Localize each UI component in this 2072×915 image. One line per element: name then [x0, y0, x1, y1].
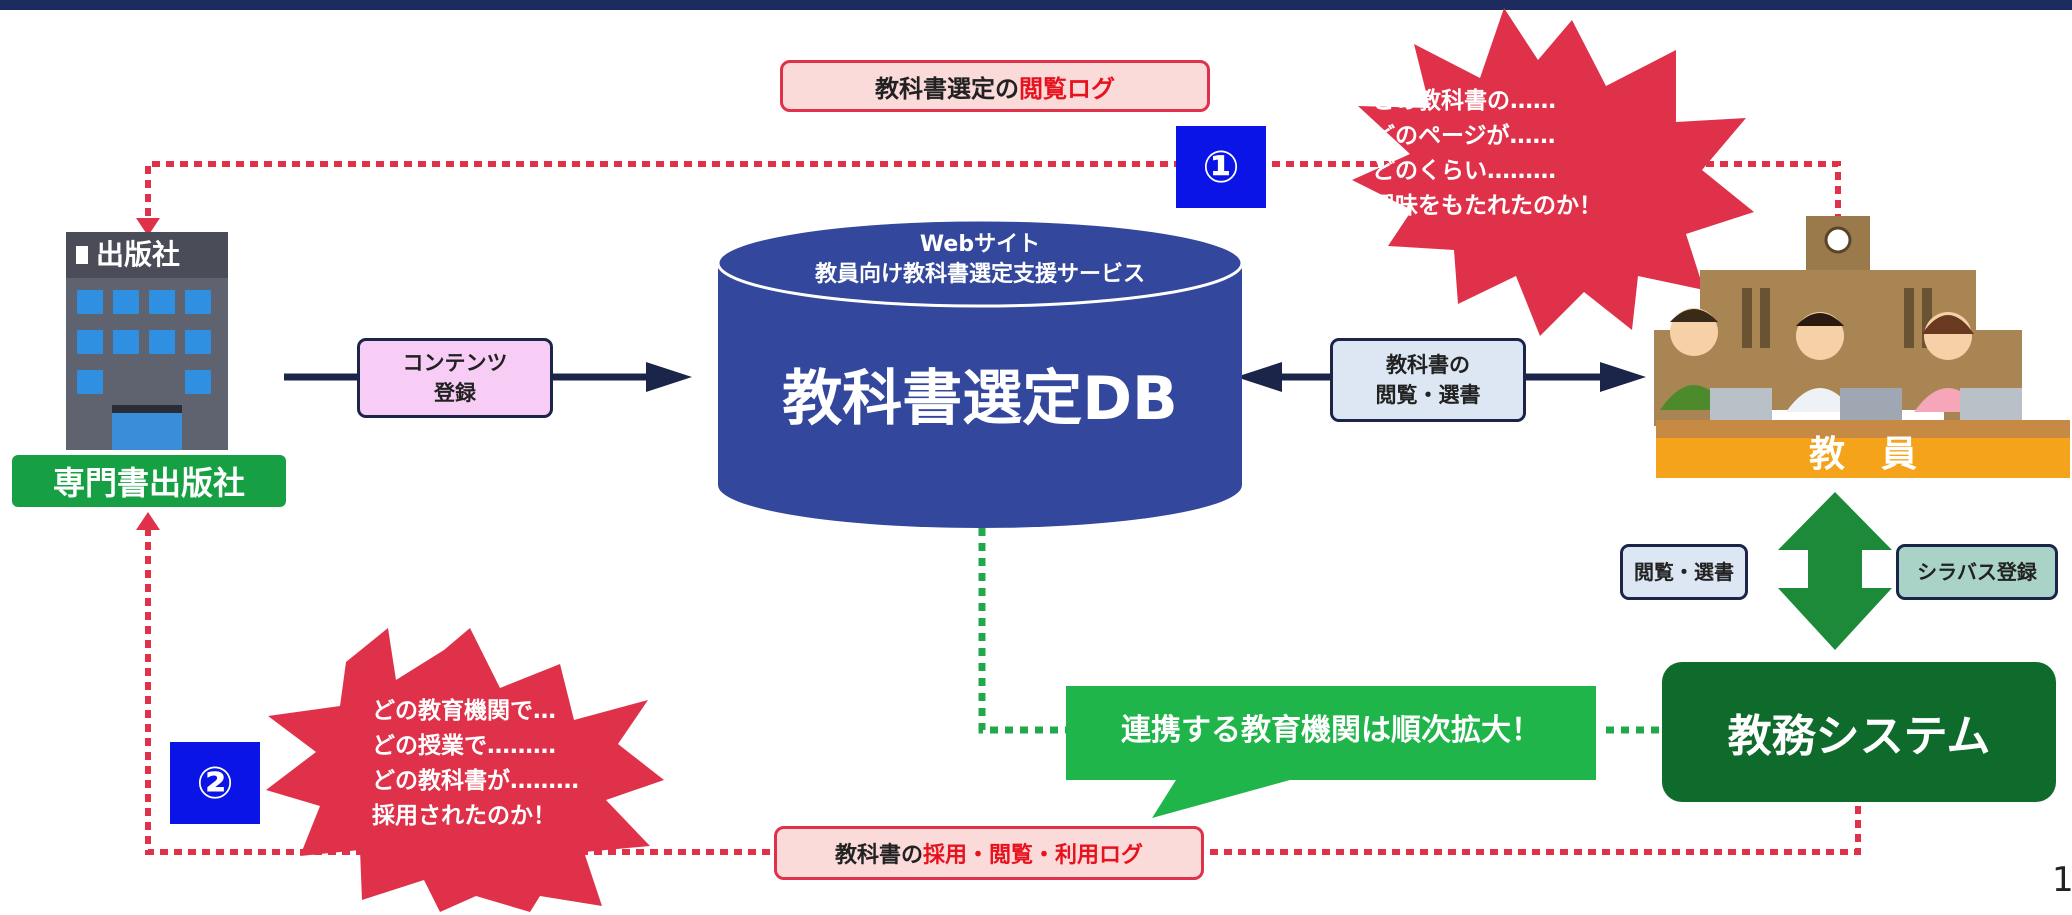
university-scene-icon [1654, 216, 2070, 440]
callout-bubble [1066, 686, 1596, 818]
publisher-sign: 出版社 [96, 238, 181, 271]
arrowhead-db-left [646, 362, 692, 392]
side-browse-label: 閲覧・選書 [1620, 544, 1748, 600]
browse-select-line: 教科書の [1386, 353, 1470, 377]
top-bar [0, 0, 2072, 10]
teacher-label: 教 員 [1808, 434, 1917, 475]
content-reg-line: コンテンツ [402, 351, 508, 375]
burst2-line: どの教育機関で… [372, 698, 556, 724]
burst1-line: 興味をもたれたのか！ [1372, 193, 1602, 219]
expand-callout-text: 連携する教育機関は順次拡大！ [1121, 713, 1541, 748]
view-log-highlight: 閲覧ログ [1019, 74, 1115, 103]
burst1-line: どの教科書の…… [1372, 88, 1556, 114]
side-syllabus-label: シラバス登録 [1896, 544, 2058, 600]
usage-log-highlight: 採用・閲覧・利用ログ [923, 843, 1144, 868]
starburst-2 [266, 628, 664, 912]
arrowhead-db-right [1236, 362, 1282, 392]
usage-log-label: 教科書の採用・閲覧・利用ログ [774, 826, 1204, 880]
log-path-top [145, 161, 1841, 222]
db-cylinder [716, 218, 1244, 528]
burst2-line: どの教科書が……… [372, 768, 579, 794]
db-subtitle-line1: Webサイト [919, 232, 1041, 257]
db-subtitle: Webサイト 教員向け教科書選定支援サービス [718, 230, 1242, 290]
db-subtitle-line2: 教員向け教科書選定支援サービス [814, 262, 1145, 287]
content-registration-box: コンテンツ 登録 [357, 338, 553, 418]
content-reg-line: 登録 [434, 381, 476, 405]
browse-select-line: 閲覧・選書 [1375, 383, 1481, 407]
publisher-label: 専門書出版社 [12, 455, 286, 507]
link-db-callout [978, 528, 1066, 734]
log-arrowhead-bottom [136, 512, 160, 530]
log-arrowhead-top [136, 218, 160, 236]
burst2-line: 採用されたのか！ [372, 803, 556, 829]
usage-log-prefix: 教科書の [834, 843, 923, 868]
marker-1: ① [1176, 126, 1266, 208]
publisher-building-icon [66, 232, 228, 450]
marker-2: ② [170, 742, 260, 824]
starburst-1 [1352, 8, 1754, 336]
starburst-2-text: どの教育機関で… どの授業で……… どの教科書が……… 採用されたのか！ [372, 694, 672, 834]
burst1-line: どのくらい……… [1372, 158, 1556, 184]
db-title: 教科書選定DB [782, 364, 1178, 434]
starburst-1-text: どの教科書の…… どのページが…… どのくらい……… 興味をもたれたのか！ [1372, 84, 1712, 224]
view-log-label: 教科書選定の閲覧ログ [780, 60, 1210, 112]
teacher-label-bar [1656, 438, 2070, 478]
academic-system-box: 教務システム [1662, 662, 2056, 802]
arrowhead-teachers [1600, 362, 1646, 392]
page-number: 1 [2052, 860, 2072, 900]
burst2-line: どの授業で……… [372, 733, 556, 759]
view-log-prefix: 教科書選定の [875, 74, 1019, 103]
browse-select-box: 教科書の 閲覧・選書 [1330, 338, 1526, 422]
burst1-line: どのページが…… [1372, 123, 1556, 149]
double-arrow-vertical [1778, 492, 1892, 650]
